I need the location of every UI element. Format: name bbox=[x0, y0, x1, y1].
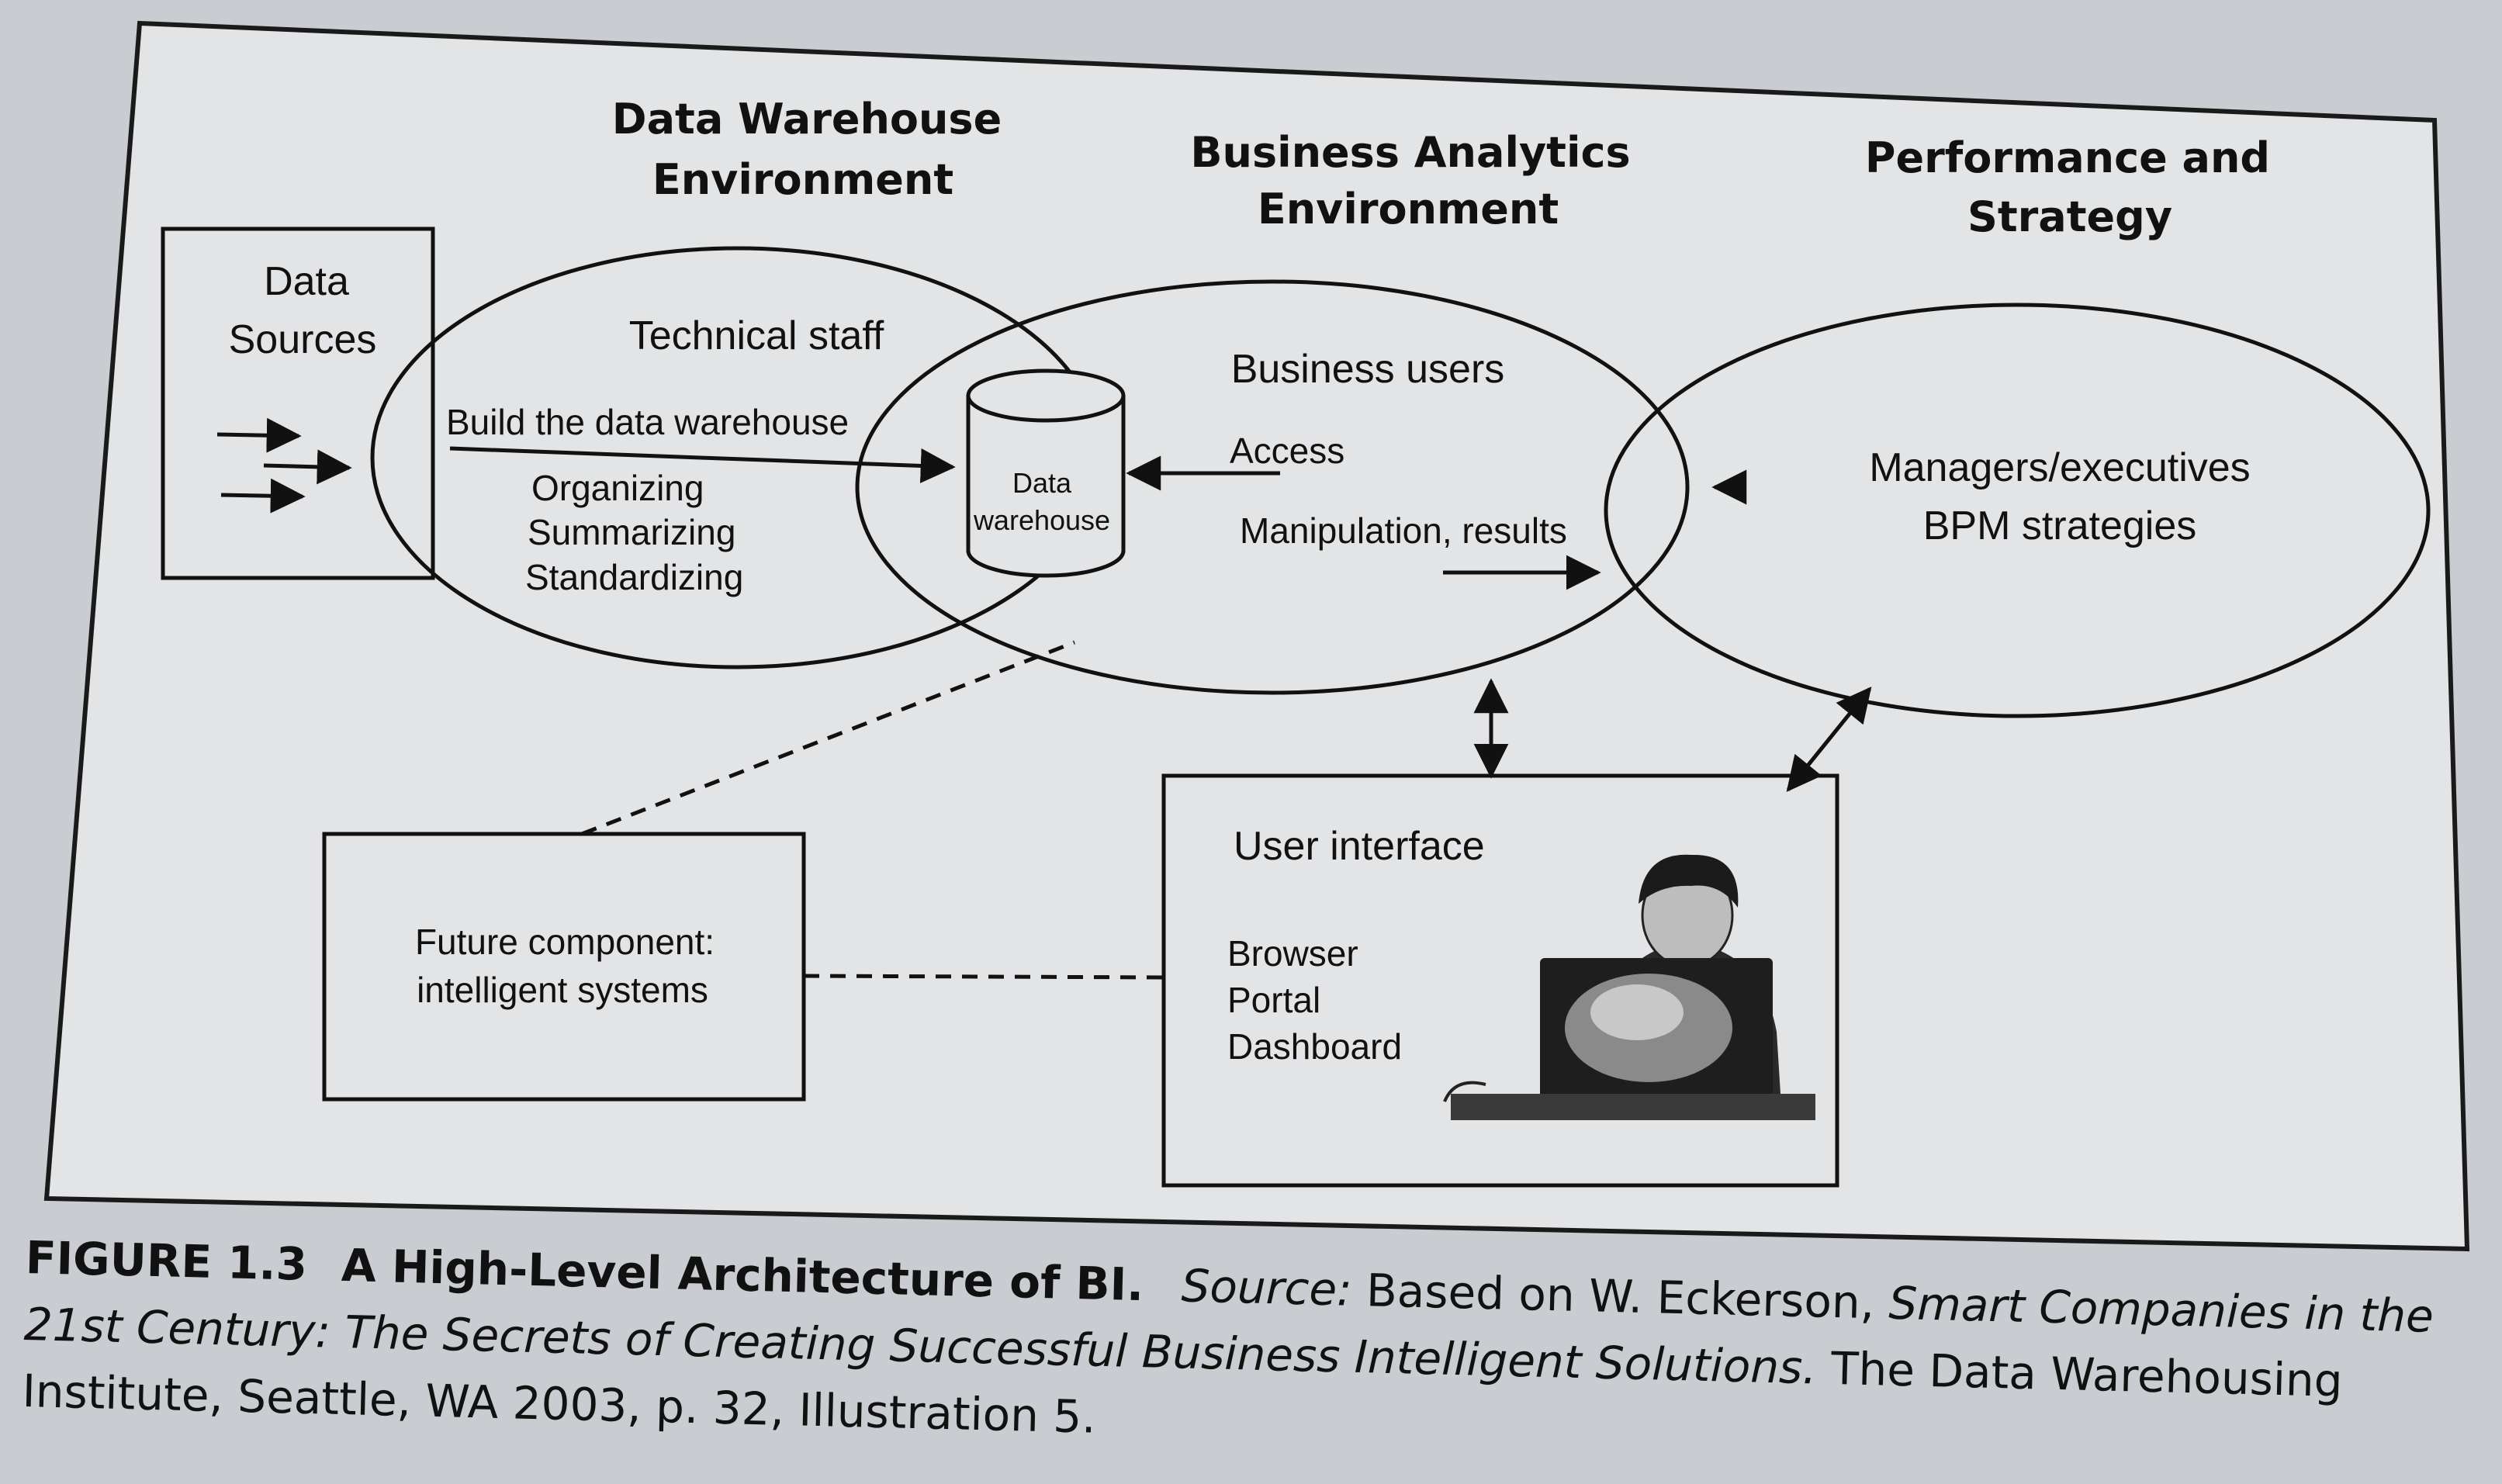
warehouse-label-line1: Data bbox=[1012, 467, 1072, 499]
warehouse-label-line2: warehouse bbox=[973, 504, 1110, 536]
source-arrow-1 bbox=[216, 417, 302, 453]
ui-item-dashboard: Dashboard bbox=[1227, 1026, 1402, 1067]
technical-staff-label: Technical staff bbox=[629, 313, 884, 358]
person-at-computer-illustration bbox=[1443, 854, 1815, 1120]
data-sources-line2: Sources bbox=[229, 317, 377, 362]
future-component-line2: intelligent systems bbox=[417, 970, 708, 1010]
figure-number: FIGURE 1.3 bbox=[25, 1230, 308, 1291]
ui-item-portal: Portal bbox=[1227, 980, 1320, 1020]
future-component-box bbox=[322, 832, 806, 1102]
ui-item-browser: Browser bbox=[1227, 933, 1358, 974]
business-users-label: Business users bbox=[1231, 347, 1505, 392]
header-ba-line1: Business Analytics bbox=[1190, 128, 1630, 177]
data-sources-line1: Data bbox=[264, 259, 349, 304]
figure-title: A High-Level Architecture of BI. bbox=[341, 1238, 1145, 1312]
step-standardizing: Standardizing bbox=[525, 557, 743, 597]
manipulation-label: Manipulation, results bbox=[1240, 510, 1567, 551]
source-text: Based on W. Eckerson, bbox=[1365, 1264, 1875, 1330]
build-arrow bbox=[449, 446, 956, 483]
future-to-dw-dashed bbox=[581, 640, 1075, 836]
header-ps-line2: Strategy bbox=[1967, 192, 2172, 241]
source-arrow-2 bbox=[263, 449, 352, 485]
user-interface-title: User interface bbox=[1234, 824, 1485, 869]
build-dw-label: Build the data warehouse bbox=[446, 402, 849, 442]
outer-frame bbox=[43, 20, 2470, 1252]
data-warehouse-cylinder bbox=[966, 368, 1126, 578]
ba-ellipse bbox=[855, 279, 1690, 695]
bpm-strategies-label: BPM strategies bbox=[1923, 503, 2197, 548]
header-dw-line2: Environment bbox=[652, 155, 953, 204]
data-sources-box bbox=[161, 227, 435, 580]
ps-ui-bidirectional-arrow bbox=[1786, 687, 1872, 792]
ps-ellipse bbox=[1604, 303, 2431, 718]
source-arrow-3 bbox=[220, 478, 306, 514]
header-dw-line1: Data Warehouse bbox=[612, 95, 1002, 144]
header-ps-line1: Performance and bbox=[1865, 133, 2270, 182]
step-summarizing: Summarizing bbox=[528, 512, 735, 552]
access-label: Access bbox=[1230, 431, 1344, 471]
source-label: Source: bbox=[1180, 1259, 1353, 1316]
step-organizing: Organizing bbox=[531, 468, 704, 508]
future-component-line1: Future component: bbox=[415, 922, 715, 962]
future-to-ui-dashed bbox=[803, 974, 1168, 980]
header-ba-line2: Environment bbox=[1258, 185, 1559, 233]
managers-executives-label: Managers/executives bbox=[1869, 445, 2250, 490]
